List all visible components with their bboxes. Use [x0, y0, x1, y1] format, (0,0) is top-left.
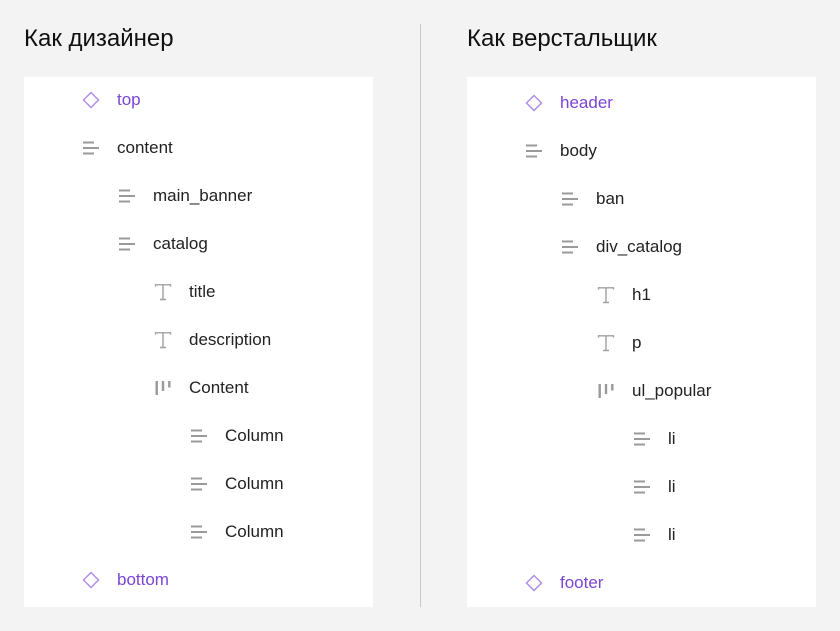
layer-label: p: [632, 333, 642, 352]
horizontal-layout-icon: [596, 381, 616, 401]
layer-item-header[interactable]: header: [524, 79, 613, 127]
designer-column-title: Как дизайнер: [24, 25, 174, 52]
layer-label: Column: [225, 426, 284, 445]
layer-label: description: [189, 330, 272, 349]
frame-layer-icon: [632, 429, 652, 449]
layer-item-column[interactable]: Column: [189, 508, 284, 556]
layer-label: Column: [225, 474, 284, 493]
text-layer-icon: [596, 285, 616, 305]
horizontal-layout-icon: [153, 378, 173, 398]
layer-item-title[interactable]: title: [153, 268, 215, 316]
layer-item-column[interactable]: Column: [189, 460, 284, 508]
component-diamond-icon: [81, 90, 101, 110]
frame-layer-icon: [632, 525, 652, 545]
layer-label: main_banner: [153, 186, 253, 205]
layer-label: bottom: [117, 570, 169, 589]
layer-label: catalog: [153, 234, 208, 253]
frame-layer-icon: [117, 186, 137, 206]
frame-layer-icon: [560, 189, 580, 209]
layer-label: content: [117, 138, 173, 157]
component-diamond-icon: [524, 573, 544, 593]
layer-label: Column: [225, 522, 284, 541]
layer-item-h1[interactable]: h1: [596, 271, 651, 319]
layer-item-catalog[interactable]: catalog: [117, 220, 208, 268]
frame-layer-icon: [189, 426, 209, 446]
developer-column-title: Как верстальщик: [467, 25, 657, 52]
text-layer-icon: [153, 282, 173, 302]
layer-item-body[interactable]: body: [524, 127, 597, 175]
layer-item-ul-popular[interactable]: ul_popular: [596, 367, 711, 415]
layer-item-div-catalog[interactable]: div_catalog: [560, 223, 682, 271]
layer-label: header: [560, 93, 613, 112]
frame-layer-icon: [524, 141, 544, 161]
layer-label: ban: [596, 189, 625, 208]
layer-label: ul_popular: [632, 381, 712, 400]
text-layer-icon: [596, 333, 616, 353]
layer-item-li[interactable]: li: [632, 415, 676, 463]
layer-item-content[interactable]: Content: [153, 364, 249, 412]
layer-item-content[interactable]: content: [81, 124, 173, 172]
layer-label: footer: [560, 573, 604, 592]
layer-label: body: [560, 141, 597, 160]
layer-label: div_catalog: [596, 237, 683, 256]
text-layer-icon: [153, 330, 173, 350]
frame-layer-icon: [632, 477, 652, 497]
layer-item-main-banner[interactable]: main_banner: [117, 172, 252, 220]
frame-layer-icon: [189, 522, 209, 542]
frame-layer-icon: [189, 474, 209, 494]
frame-layer-icon: [117, 234, 137, 254]
component-diamond-icon: [524, 93, 544, 113]
layer-item-li[interactable]: li: [632, 463, 676, 511]
layer-item-li[interactable]: li: [632, 511, 676, 559]
layer-item-footer[interactable]: footer: [524, 559, 603, 607]
layer-label: top: [117, 90, 141, 109]
layer-item-p[interactable]: p: [596, 319, 641, 367]
layer-label: Content: [189, 378, 249, 397]
column-divider: [420, 24, 421, 607]
layer-label: title: [189, 282, 216, 301]
layer-item-top[interactable]: top: [81, 76, 141, 124]
frame-layer-icon: [81, 138, 101, 158]
layer-label: li: [668, 525, 676, 544]
component-diamond-icon: [81, 570, 101, 590]
layer-item-ban[interactable]: ban: [560, 175, 624, 223]
frame-layer-icon: [560, 237, 580, 257]
layer-label: li: [668, 477, 676, 496]
layer-label: h1: [632, 285, 651, 304]
layer-label: li: [668, 429, 676, 448]
layer-item-bottom[interactable]: bottom: [81, 556, 169, 604]
layer-item-column[interactable]: Column: [189, 412, 284, 460]
layer-item-description[interactable]: description: [153, 316, 271, 364]
